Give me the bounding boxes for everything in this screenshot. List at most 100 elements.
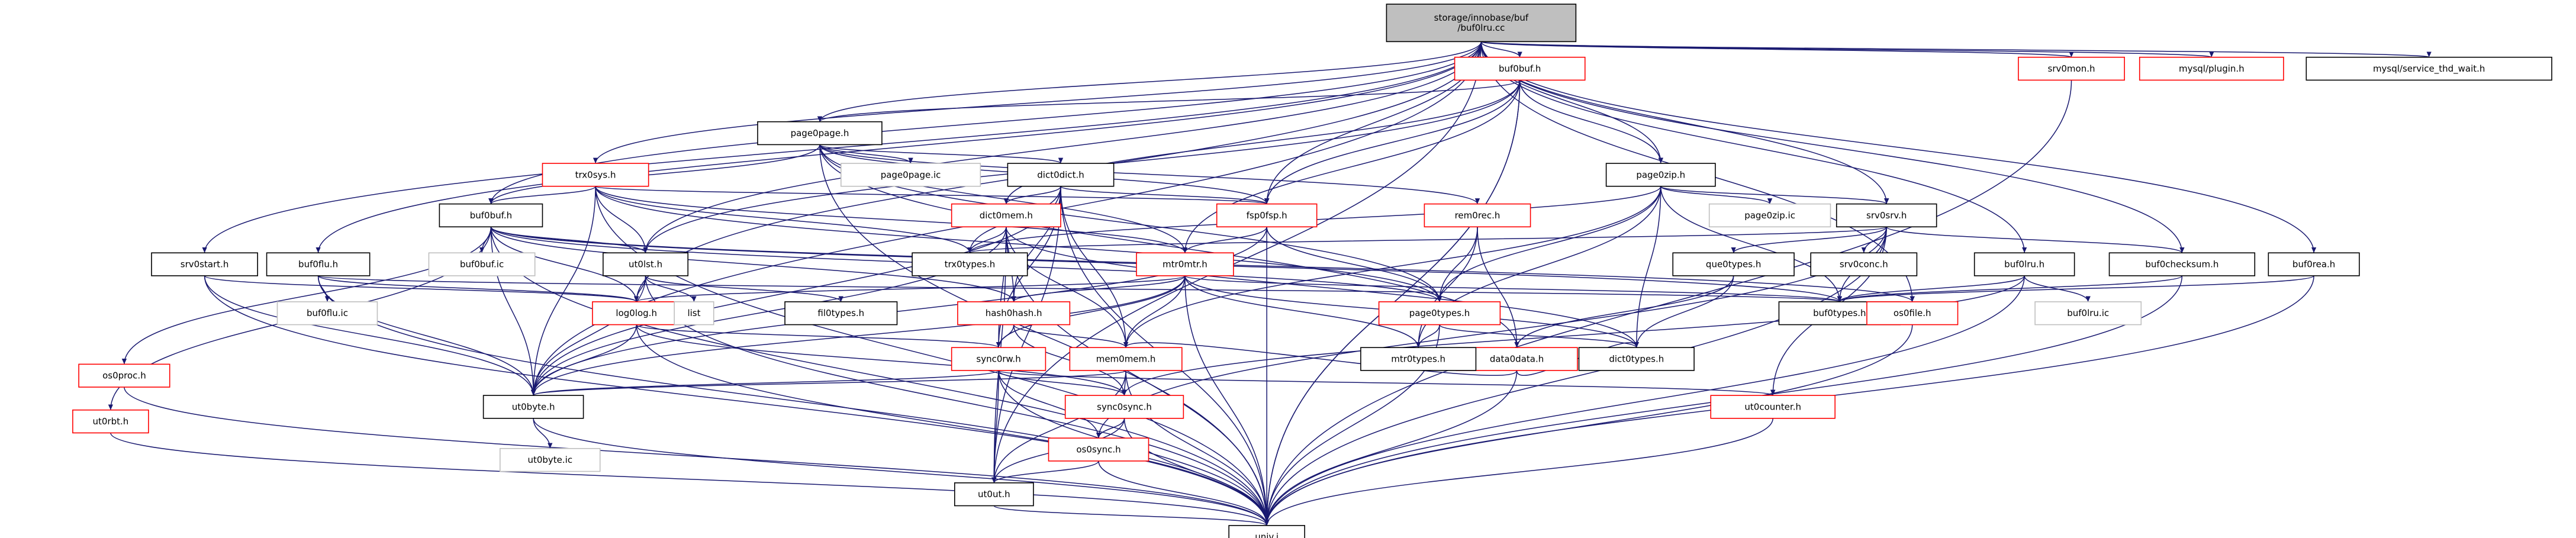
node-box [784,301,898,326]
node-label: mysql/service_thd_wait.h [2373,63,2485,75]
node-box [428,252,536,276]
node-buf0buf-top-h[interactable]: buf0buf.h [439,203,543,228]
edge-page0zip-h-to-dict0types-h [1634,186,1661,348]
node-ut0ut-h[interactable]: ut0ut.h [954,482,1034,507]
node-label: mtr0mtr.h [1163,259,1208,270]
node-label: page0page.h [791,128,849,138]
node-ut0byte-h[interactable]: ut0byte.h [482,395,584,419]
node-hash0hash-h[interactable]: hash0hash.h [957,301,1071,326]
node-mtr0mtr-h[interactable]: mtr0mtr.h [1136,252,1234,276]
node-srv0srv-h[interactable]: srv0srv.h [1836,203,1937,228]
node-log0log-h[interactable]: log0log.h [592,301,681,326]
node-page0page-ic[interactable]: page0page.ic [841,163,981,187]
node-label: buf0buf.h [1499,63,1541,74]
node-rem0rec-h[interactable]: rem0rec.h [1424,203,1531,228]
node-trx0sys-h[interactable]: trx0sys.h [542,163,649,187]
node-ut0counter-h[interactable]: ut0counter.h [1710,395,1836,419]
node-ut0lst-h[interactable]: ut0lst.h [603,252,689,276]
node-mysql-plugin-h[interactable]: mysql/plugin.h [2139,56,2284,81]
edge-page0zip-h-to-buf0types-h [1660,186,1843,302]
node-label: srv0start.h [181,259,229,270]
edge-mtr0mtr-h-to-buf0types-h [1184,275,1842,302]
node-label: buf0rea.h [2292,259,2335,270]
edge-buf0buf-h-to-fsp0fsp-h [1264,80,1521,204]
edge-sync0sync-h-to-univ-i [1123,418,1270,526]
node-box [151,252,258,276]
node-buf0checksum-h[interactable]: buf0checksum.h [2108,252,2256,276]
node-buf0buf-ic[interactable]: buf0buf.ic [428,252,536,276]
edge-dict0dict-h-to-fsp0fsp-h [1060,186,1270,205]
node-label: hash0hash.h [986,308,1042,318]
edge-sync0rw-h-to-ut0byte-h [531,370,999,396]
node-que0types-h[interactable]: que0types.h [1672,252,1795,276]
node-os0file-h[interactable]: os0file.h [1866,301,1959,326]
node-buf0buf-h[interactable]: buf0buf.h [1454,56,1586,81]
edge-hash0hash-h-to-sync0sync-h [1013,324,1127,396]
node-buf0flu-h[interactable]: buf0flu.h [266,252,371,276]
node-page0page-h[interactable]: page0page.h [757,121,883,146]
node-box [951,203,1061,228]
node-page0zip-ic[interactable]: page0zip.ic [1708,203,1831,228]
edge-buf0flu-h-to-ut0byte-h [317,275,536,396]
edge-log0log-h-to-ut0byte-h [530,324,637,396]
node-box [2139,56,2284,81]
node-mem0mem-h[interactable]: mem0mem.h [1069,347,1183,371]
node-box [2305,56,2552,81]
node-dict0types-h[interactable]: dict0types.h [1578,347,1695,371]
node-srv0mon-h[interactable]: srv0mon.h [2018,56,2125,81]
edge-mtr0mtr-h-to-hash0hash-h [1011,275,1186,302]
edge-os0proc-h-to-univ-i [124,387,1270,526]
edge-rem0rec-h-to-data0data-h [1477,227,1519,348]
node-label: buf0checksum.h [2145,259,2218,270]
edge-ut0byte-h-to-univ-i [533,418,1270,526]
node-mysql-thd-wait-h[interactable]: mysql/service_thd_wait.h [2305,56,2552,81]
node-buf0lru-h[interactable]: buf0lru.h [1973,252,2075,276]
node-page0zip-h[interactable]: page0zip.h [1605,163,1716,187]
node-dict0mem-h[interactable]: dict0mem.h [951,203,1061,228]
node-label: buf0buf.ic [460,259,504,270]
edge-root-to-page0page-h [817,41,1482,122]
node-buf0rea-h[interactable]: buf0rea.h [2268,252,2360,276]
node-std-node[interactable]: list [674,301,714,326]
node-srv0start-h[interactable]: srv0start.h [151,252,258,276]
edge-page0page-h-to-page0page-ic [819,144,913,164]
node-buf0lru-ic[interactable]: buf0lru.ic [2034,301,2142,326]
edge-root-to-ut0lst-h [643,41,1482,253]
node-label: rem0rec.h [1455,210,1500,221]
node-srv0conc-h[interactable]: srv0conc.h [1810,252,1918,276]
node-box [1605,163,1716,187]
node-univ-i[interactable]: univ.i [1228,525,1305,538]
node-ut0rbt-h[interactable]: ut0rbt.h [72,409,149,434]
node-sync0sync-h[interactable]: sync0sync.h [1064,395,1184,419]
node-page0types-h[interactable]: page0types.h [1378,301,1501,326]
edge-mtr0mtr-h-to-mtr0types-h [1184,275,1421,348]
edge-buf0buf-h-to-mtr0mtr-h [1182,80,1521,253]
node-fsp0fsp-h[interactable]: fsp0fsp.h [1216,203,1318,228]
node-label: os0file.h [1894,308,1931,318]
edge-que0types-h-to-data0data-h [1514,275,1734,348]
node-sync0rw-h[interactable]: sync0rw.h [951,347,1046,371]
edge-root-to-buf0checksum-h [1480,41,2185,253]
edge-ut0counter-h-to-univ-i [1264,418,1773,526]
node-box [1866,301,1959,326]
node-trx0types-h[interactable]: trx0types.h [912,252,1028,276]
node-fil0types-h[interactable]: fil0types.h [784,301,898,326]
node-mtr0types-h[interactable]: mtr0types.h [1360,347,1477,371]
edge-buf0buf-h-to-page0zip-h [1519,80,1663,164]
edge-ut0rbt-h-to-univ-i [110,433,1270,526]
edge-root-to-buf0rea-h [1480,41,2317,253]
node-root[interactable]: storage/innobase/buf/buf0lru.cc [1386,4,1577,43]
edge-os0sync-h-to-ut0ut-h [991,460,1099,484]
node-os0proc-h[interactable]: os0proc.h [78,363,170,388]
edge-root-to-mysql-plugin-h [1480,41,2214,58]
edge-fsp0fsp-h-to-mtr0mtr-h [1182,227,1267,253]
edge-srv0start-h-to-univ-i [204,275,1270,526]
node-ut0byte-ic[interactable]: ut0byte.ic [499,447,601,472]
node-os0sync-h[interactable]: os0sync.h [1048,437,1149,462]
node-label: os0proc.h [102,371,146,381]
node-label: mysql/plugin.h [2179,63,2245,74]
node-buf0flu-ic[interactable]: buf0flu.ic [276,301,378,326]
node-dict0dict-h[interactable]: dict0dict.h [1007,163,1115,187]
edge-mtr0mtr-h-to-log0log-h [634,275,1186,302]
